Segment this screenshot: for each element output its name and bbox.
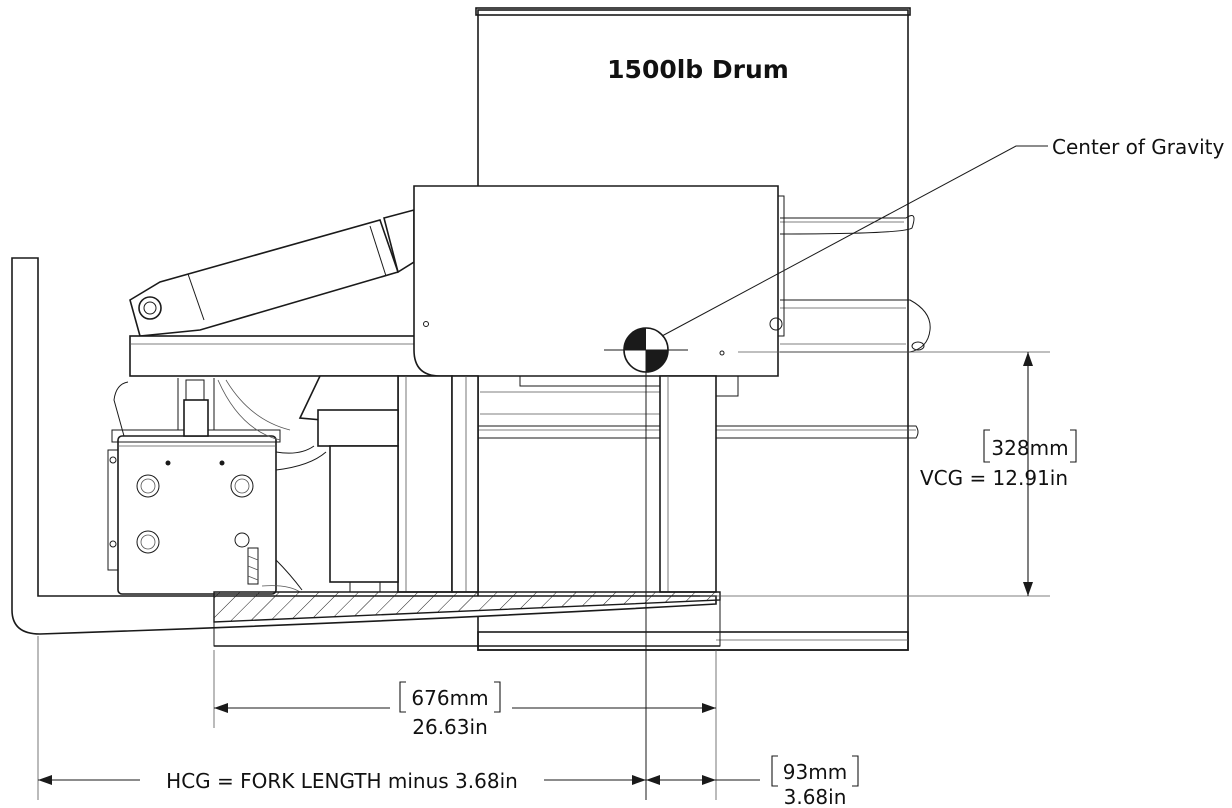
center-housing <box>298 375 399 593</box>
hydraulic-cylinder <box>129 208 415 337</box>
power-unit <box>107 378 327 595</box>
drum <box>469 7 931 651</box>
cg-label: Center of Gravity <box>1052 135 1225 159</box>
width-dimension <box>213 650 717 800</box>
offset-imperial: 3.68in <box>784 785 847 808</box>
carriage-box <box>413 185 785 377</box>
drum-title: 1500lb Drum <box>607 55 789 84</box>
offset-metric: 93mm <box>783 760 847 784</box>
hcg-dimension <box>37 636 859 800</box>
uprights <box>397 375 739 593</box>
vcg-metric: 328mm <box>991 436 1068 460</box>
vcg-label: VCG = 12.91in <box>920 466 1068 490</box>
cg-leader <box>661 145 1048 337</box>
width-imperial: 26.63in <box>412 715 488 739</box>
center-of-gravity-marker <box>604 327 688 800</box>
hcg-label: HCG = FORK LENGTH minus 3.68in <box>166 769 518 793</box>
vcg-dimension <box>700 351 1077 597</box>
frame-rail <box>129 335 431 377</box>
base-plate <box>213 591 721 647</box>
width-metric: 676mm <box>411 686 488 710</box>
